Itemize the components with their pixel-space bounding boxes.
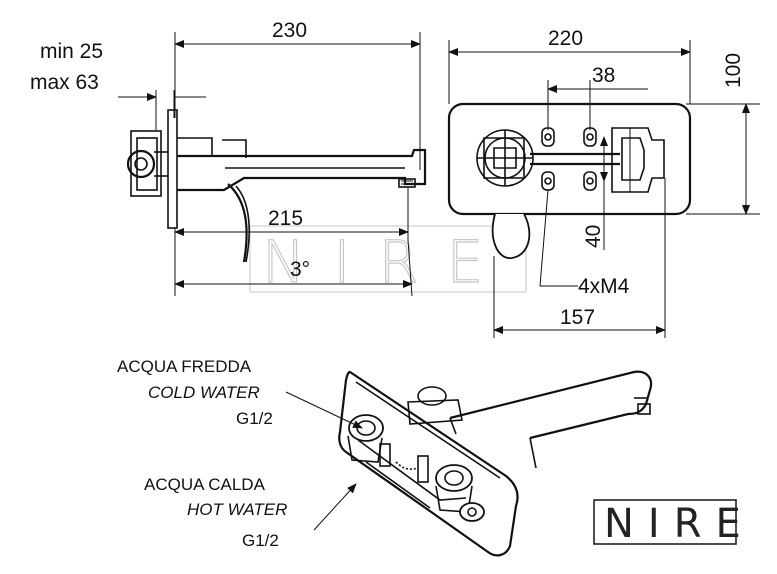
dim-angle: 3° [290, 258, 310, 281]
hot-water-label: ACQUA CALDA HOT WATER G1/2 [144, 475, 357, 550]
side-view: 230 min 25 max 63 215 [30, 19, 427, 297]
cold-label-en: COLD WATER [148, 383, 260, 402]
brand-logo-text: NIRE [604, 501, 755, 547]
dim-100: 100 [722, 53, 745, 88]
cold-label-thread: G1/2 [236, 409, 273, 428]
dim-40: 40 [582, 225, 605, 248]
cold-water-label: ACQUA FREDDA COLD WATER G1/2 [117, 357, 363, 429]
cold-label-it: ACQUA FREDDA [117, 357, 252, 376]
hot-label-en: HOT WATER [187, 500, 287, 519]
hot-label-thread: G1/2 [242, 531, 279, 550]
hot-label-it: ACQUA CALDA [144, 475, 266, 494]
isometric-view [338, 370, 653, 557]
dim-220: 220 [548, 27, 583, 50]
front-view: 220 100 38 [447, 27, 760, 338]
dim-215: 215 [268, 207, 303, 230]
dim-min: min 25 [40, 40, 103, 63]
dim-230: 230 [272, 19, 307, 42]
dim-screws: 4xM4 [578, 275, 630, 298]
dim-38: 38 [592, 64, 615, 87]
brand-logo: NIRE [593, 499, 755, 547]
dim-157: 157 [560, 306, 595, 329]
dim-max: max 63 [30, 71, 99, 94]
